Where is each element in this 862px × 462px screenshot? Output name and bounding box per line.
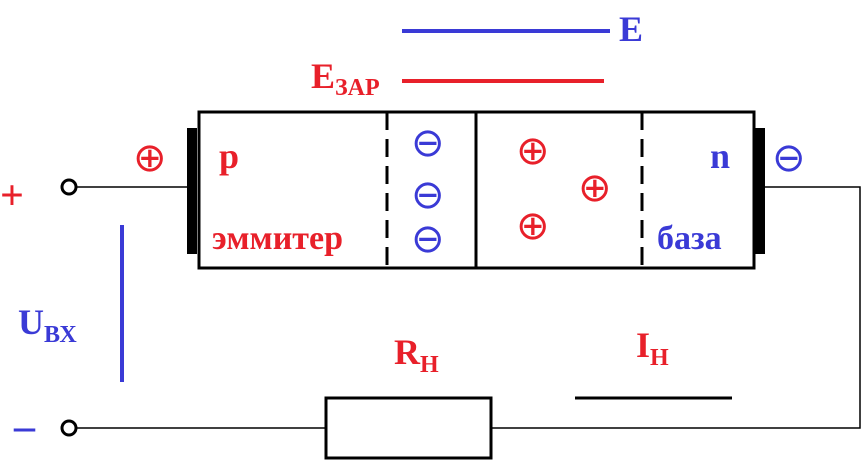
left-contact-plate (187, 128, 197, 254)
minus-ion-3: ⊖ (411, 216, 445, 262)
terminal-minus-label: – (13, 404, 36, 450)
terminal-minus-node (60, 419, 78, 437)
u-input-label: UВХ (18, 302, 77, 348)
resistor-label: RН (394, 332, 439, 378)
plus-ion-3: ⊕ (516, 203, 550, 249)
field-e-label: E (619, 9, 643, 49)
region-p-label: p (219, 136, 239, 176)
plus-ion-2: ⊕ (578, 165, 612, 211)
region-n-label: n (710, 136, 730, 176)
load-resistor (324, 396, 493, 460)
field-ezar-label: EЗАР (311, 56, 380, 101)
terminal-plus-node (60, 178, 78, 196)
current-label: IН (636, 325, 669, 371)
minus-ion-2: ⊖ (411, 172, 445, 218)
base-label: база (657, 220, 722, 257)
wire-right (491, 186, 861, 429)
minus-charge-right: ⊖ (772, 135, 806, 181)
plus-ion-1: ⊕ (516, 128, 550, 174)
plus-charge-left: ⊕ (133, 135, 167, 181)
minus-ion-1: ⊖ (411, 120, 445, 166)
emitter-label: эммитер (212, 220, 343, 257)
right-contact-plate (755, 128, 765, 254)
terminal-plus-label: + (0, 173, 24, 219)
